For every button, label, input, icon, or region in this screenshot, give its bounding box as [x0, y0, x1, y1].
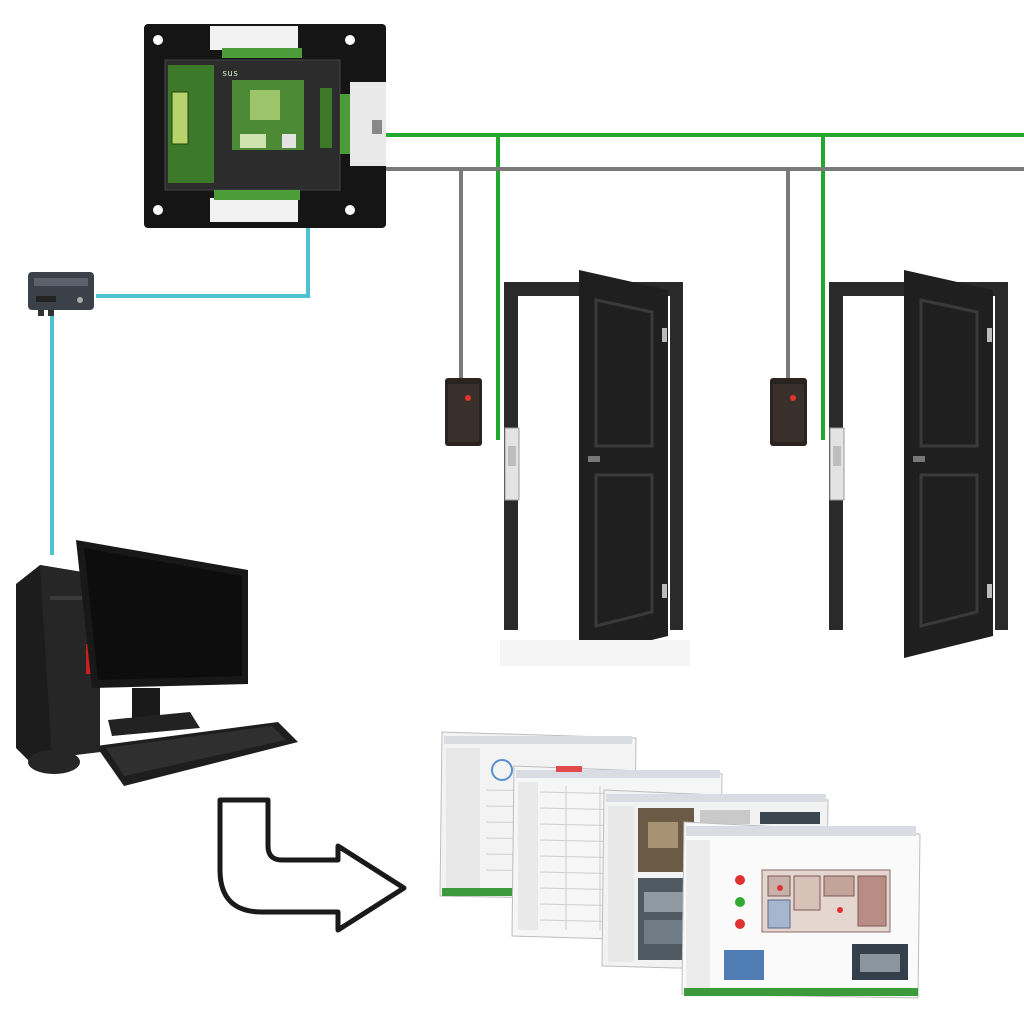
network-cable-controller-converter	[96, 222, 310, 298]
door-2	[829, 270, 1008, 658]
electric-strike-icon	[504, 427, 520, 501]
controller-logo: sus	[222, 69, 238, 79]
access-control-panel-icon: sus	[144, 24, 386, 228]
cable-network	[50, 222, 310, 555]
keyboard	[96, 722, 298, 786]
desktop-computer-icon	[16, 540, 298, 786]
curved-arrow-icon	[217, 797, 407, 933]
software-window-icon	[681, 821, 921, 999]
mouse	[28, 750, 80, 774]
cable-bus	[386, 133, 1024, 440]
door-icon	[579, 270, 668, 658]
network-converter-icon	[28, 272, 94, 316]
door-icon	[904, 270, 993, 658]
electric-strike-icon	[829, 427, 845, 501]
card-reader-icon	[770, 378, 807, 446]
card-reader-icon	[445, 378, 482, 446]
door-1	[500, 270, 690, 666]
software-screens	[439, 731, 921, 999]
